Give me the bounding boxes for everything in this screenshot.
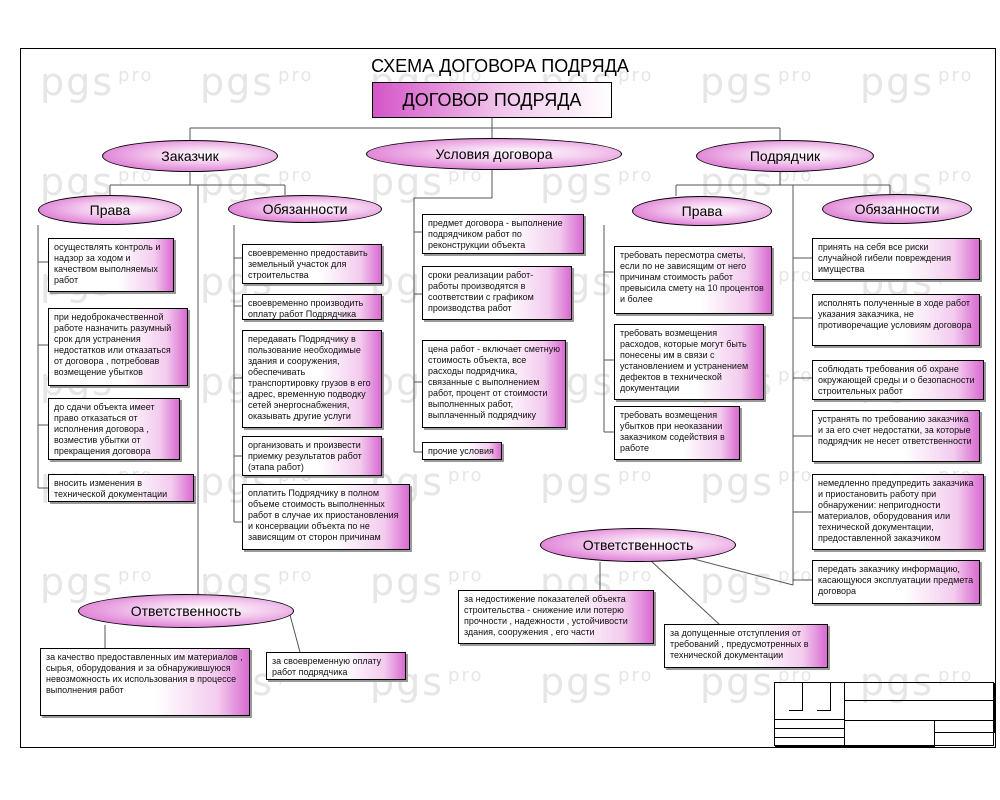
- customer-ellipse: Заказчик: [102, 140, 278, 172]
- customer-obligation-item: оплатить Подрядчику в полном объеме стои…: [242, 484, 410, 550]
- customer-responsibility-item: за качество предоставленных им материало…: [40, 648, 250, 716]
- customer-responsibility-ellipse: Ответственность: [78, 594, 294, 628]
- conditions-ellipse: Условия договора: [366, 138, 622, 170]
- customer-right-item: вносить изменения в технической документ…: [48, 474, 194, 502]
- customer-obligation-item: организовать и произвести приемку резуль…: [242, 436, 382, 476]
- customer-obligations-ellipse: Обязанности: [228, 195, 382, 223]
- contractor-responsibility-ellipse: Ответственность: [540, 528, 736, 562]
- customer-rights-ellipse: Права: [38, 195, 182, 225]
- contract-main-box: ДОГОВОР ПОДРЯДА: [372, 82, 612, 118]
- customer-obligation-item: передавать Подрядчику в пользование необ…: [242, 330, 382, 428]
- title-block-stamp: [774, 682, 995, 747]
- contractor-rights-ellipse: Права: [632, 196, 772, 226]
- customer-right-item: при недоброкачественной работе назначить…: [48, 308, 188, 386]
- contractor-right-item: требовать пересмотра сметы, если по не з…: [614, 246, 772, 314]
- condition-item: сроки реализации работ- работы производя…: [422, 266, 572, 320]
- contractor-obligation-item: передать заказчику информацию, касающуюс…: [812, 560, 980, 604]
- customer-obligation-item: своевременно предоставить земельный учас…: [242, 244, 382, 284]
- condition-item: цена работ - включает сметную стоимость …: [422, 340, 566, 428]
- contractor-obligation-item: исполнять полученные в ходе работ указан…: [812, 294, 980, 346]
- condition-item: предмет договора - выполнение подрядчико…: [422, 214, 584, 254]
- customer-right-item: до сдачи объекта имеет право отказаться …: [48, 398, 180, 460]
- contractor-obligation-item: принять на себя все риски случайной гибе…: [812, 238, 980, 280]
- customer-obligation-item: своевременно производить оплату работ По…: [242, 294, 382, 320]
- contractor-obligations-ellipse: Обязанности: [822, 194, 972, 224]
- page-title: СХЕМА ДОГОВОРА ПОДРЯДА: [371, 56, 629, 76]
- contractor-responsibility-item: за допущенные отступления от требований …: [664, 624, 828, 668]
- contractor-right-item: требовать возмещения убытков при неоказа…: [614, 406, 740, 460]
- contractor-responsibility-item: за недостижение показателей объекта стро…: [458, 590, 654, 644]
- contractor-obligation-item: устранять по требованию заказчика и за е…: [812, 410, 980, 462]
- condition-item: прочие условия: [422, 442, 502, 460]
- contractor-right-item: требовать возмещения расходов, которые м…: [614, 324, 764, 400]
- customer-right-item: осуществлять контроль и надзор за ходом …: [48, 238, 174, 292]
- contractor-obligation-item: соблюдать требования об охране окружающе…: [812, 360, 984, 400]
- contractor-obligation-item: немедленно предупредить заказчика и прио…: [812, 474, 984, 550]
- contractor-ellipse: Подрядчик: [696, 140, 874, 172]
- drawing-frame: [20, 48, 996, 748]
- customer-responsibility-item: за своевременную оплату работ подрядчика: [266, 652, 406, 680]
